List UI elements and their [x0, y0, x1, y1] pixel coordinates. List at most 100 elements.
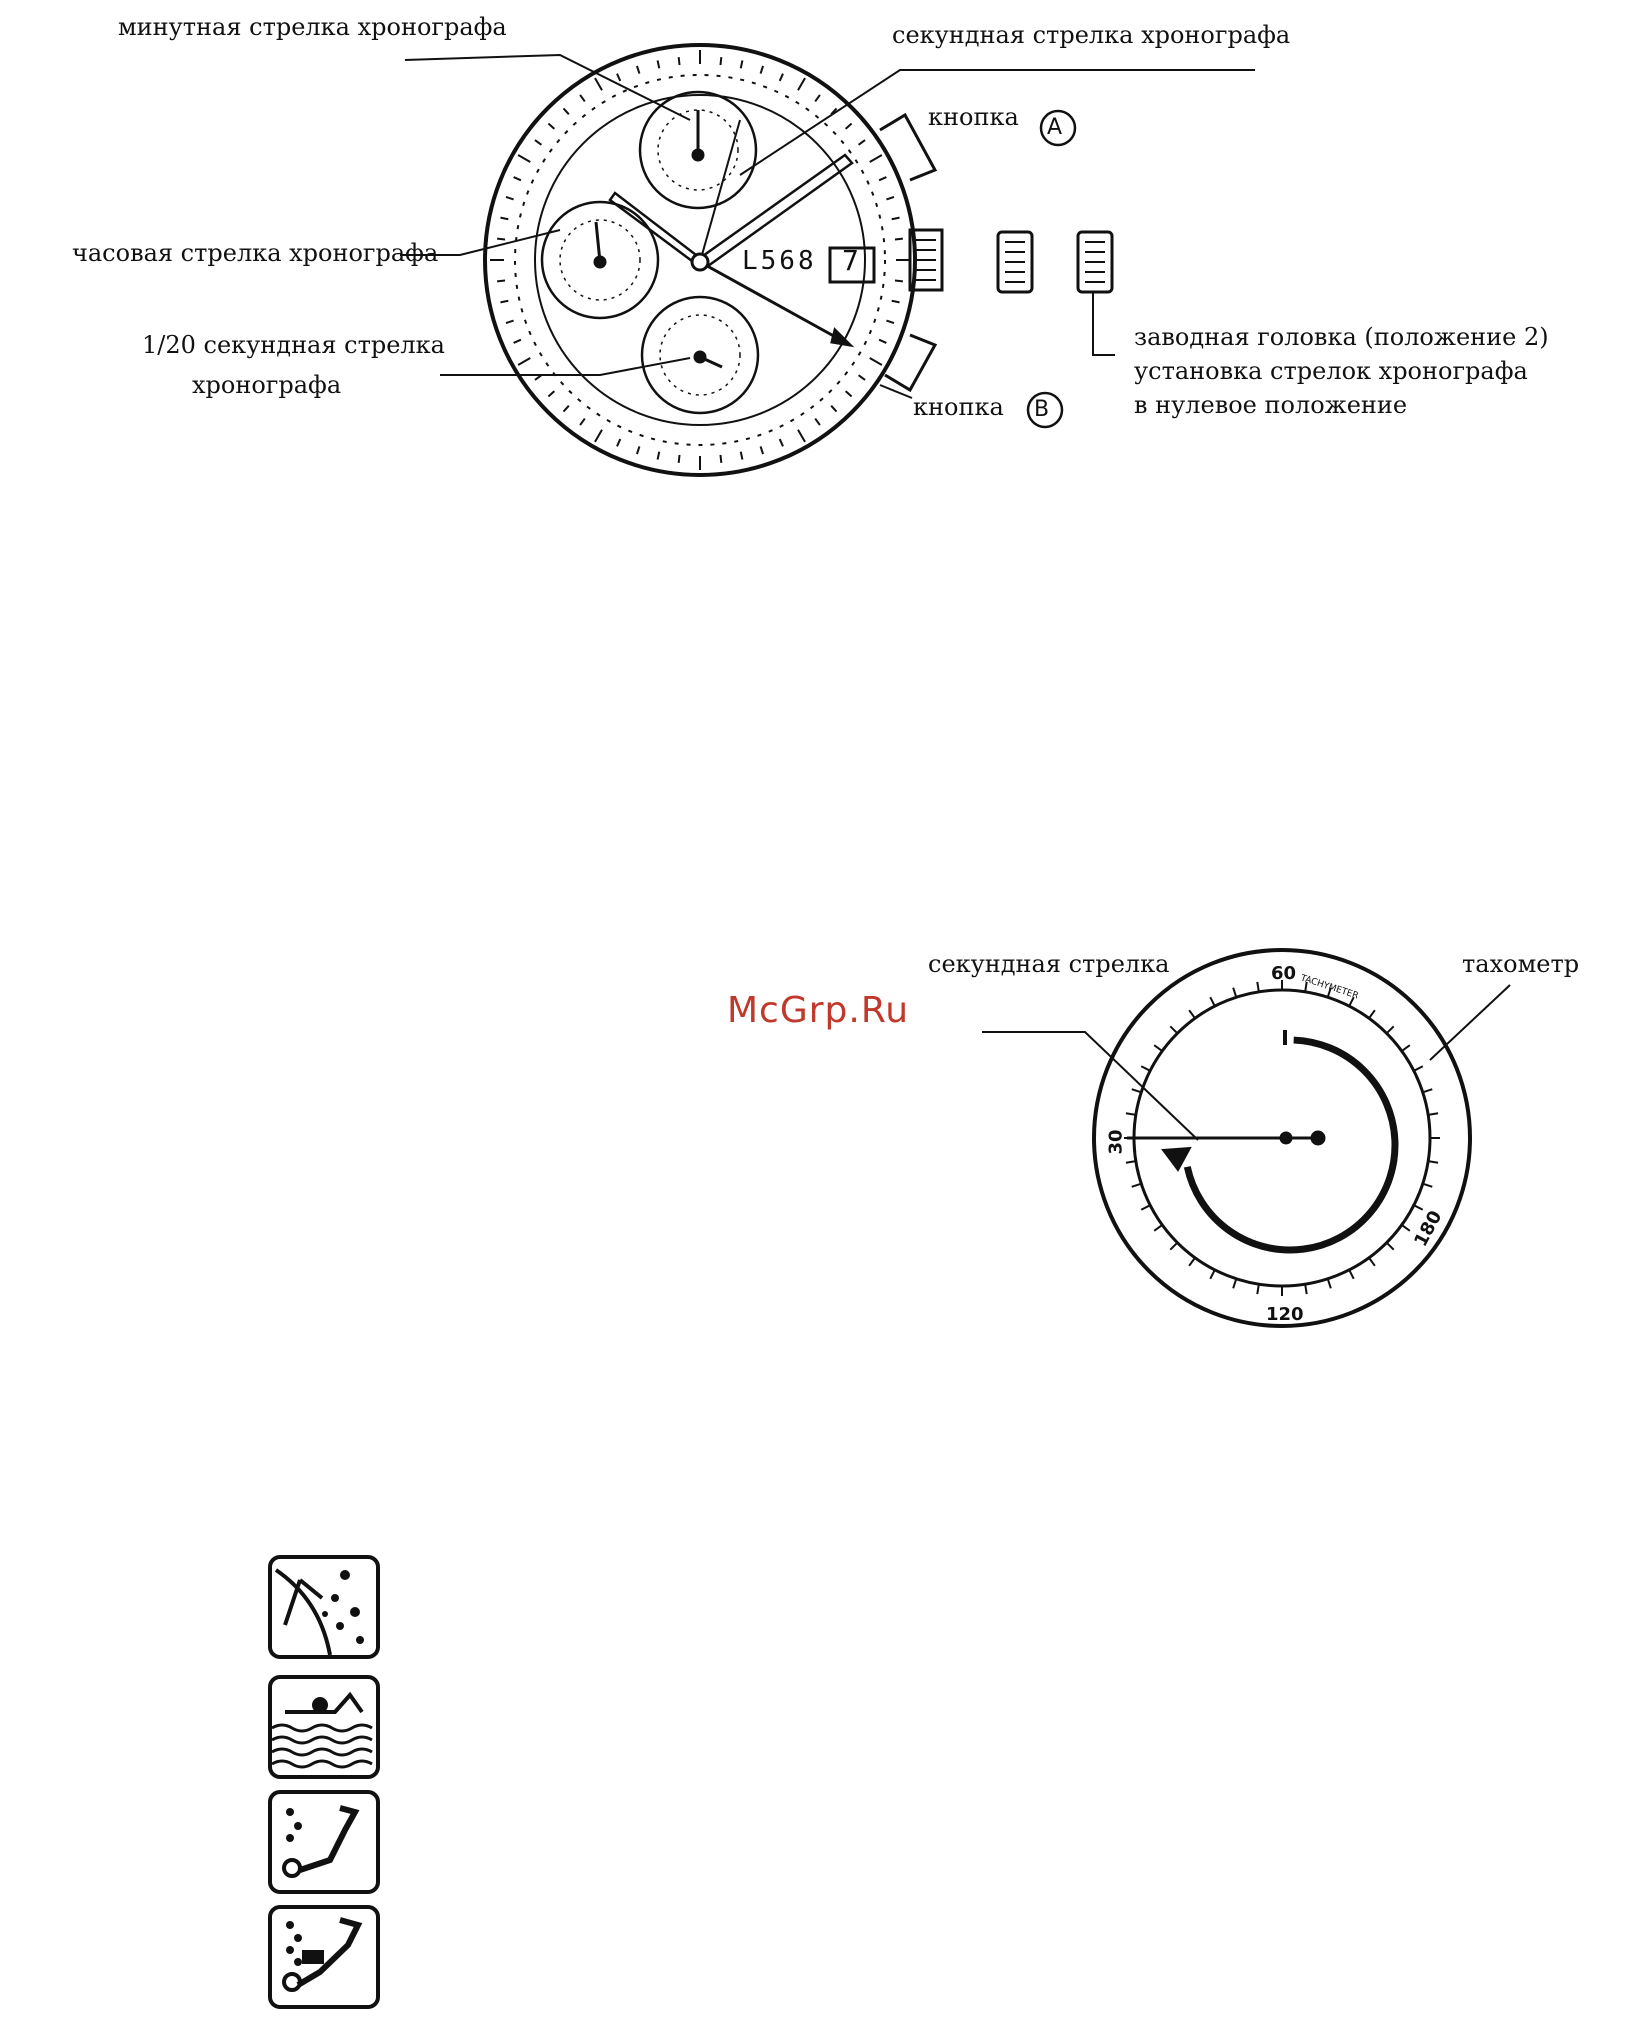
leader-tachymeter — [1430, 985, 1510, 1060]
tach-tick — [1402, 1045, 1410, 1051]
tach-tick — [1189, 1010, 1195, 1018]
label-tach-second-hand: секундная стрелка — [928, 947, 1169, 981]
tach-tick — [1132, 1089, 1142, 1092]
tach-scale-60: 60 — [1271, 957, 1296, 991]
pusher-b — [885, 335, 935, 390]
chrono-tick — [679, 57, 680, 65]
swimmer-icon — [268, 1675, 380, 1779]
chrono-tick — [798, 430, 805, 442]
chrono-tick — [892, 218, 900, 220]
chrono-tick — [886, 197, 894, 199]
tach-tick — [1369, 1010, 1375, 1018]
chrono-tick — [895, 280, 903, 281]
chrono-tick — [500, 301, 508, 303]
chrono-tick — [870, 155, 882, 162]
leader-twentieth — [440, 358, 690, 375]
chrono-tick — [497, 239, 505, 240]
label-button-a: кнопка — [928, 100, 1019, 134]
chrono-tick — [720, 455, 721, 463]
tach-tick — [1170, 1243, 1177, 1250]
minute-hand-main — [610, 193, 700, 264]
label-crown-line1: заводная головка (положение 2) — [1134, 320, 1549, 354]
tach-tick — [1423, 1089, 1433, 1092]
watermark: McGrp.Ru — [727, 990, 909, 1031]
tach-tick — [1170, 1026, 1177, 1033]
chrono-tick — [580, 95, 585, 101]
chrono-tick — [815, 95, 820, 101]
chrono-tick — [761, 66, 763, 74]
tach-tick — [1141, 1066, 1150, 1071]
tach-scale-30: 30 — [1100, 1129, 1134, 1154]
chrono-tick — [892, 301, 900, 303]
chrono-tick — [895, 239, 903, 240]
chrono-tick — [548, 123, 554, 128]
label-chrono-minute-hand: минутная стрелка хронографа — [118, 10, 507, 44]
tach-tick — [1257, 982, 1259, 992]
chrono-tick — [506, 321, 514, 323]
chrono-tick — [518, 358, 530, 365]
label-twentieth-second-line2: хронографа — [192, 368, 341, 402]
chrono-tick — [815, 419, 820, 425]
chronograph-watch — [400, 45, 1255, 475]
chrono-tick — [617, 74, 620, 81]
label-chrono-hour-hand: часовая стрелка хронографа — [72, 236, 438, 270]
chrono-tick — [761, 446, 763, 454]
chrono-tick — [831, 406, 836, 412]
chrono-tick — [859, 375, 865, 380]
pusher-a — [880, 115, 935, 180]
chrono-tick — [518, 155, 530, 162]
tach-tick — [1154, 1225, 1162, 1231]
tach-tick — [1349, 1270, 1354, 1279]
chrono-tick — [846, 391, 852, 396]
tach-tick — [1189, 1258, 1195, 1266]
tach-tick — [1328, 1279, 1331, 1289]
tach-tick — [1126, 1113, 1136, 1115]
label-tachymeter: тахометр — [1462, 947, 1579, 981]
dial-caliber: L568 — [742, 244, 817, 278]
leader-crown — [1093, 292, 1115, 355]
chrono-tick — [798, 78, 805, 90]
chrono-tick — [506, 197, 514, 199]
label-button-b: кнопка — [913, 390, 1004, 424]
tach-tick — [1210, 1270, 1215, 1279]
rain-splash-icon — [268, 1555, 380, 1659]
tach-tick — [1387, 1243, 1394, 1250]
chrono-tick — [500, 218, 508, 220]
tach-tick — [1305, 1284, 1307, 1294]
tach-tick — [1423, 1184, 1433, 1187]
second-hand-tail — [700, 120, 740, 262]
tach-tick — [1414, 1066, 1423, 1071]
chrono-tick — [580, 419, 585, 425]
tach-scale-120: 120 — [1266, 1298, 1304, 1332]
tach-tick — [1141, 1205, 1150, 1210]
tach-tick — [1126, 1161, 1136, 1163]
chrono-tick — [741, 60, 743, 68]
label-crown-line3: в нулевое положение — [1134, 388, 1407, 422]
label-chrono-second-hand: секундная стрелка хронографа — [892, 18, 1290, 52]
chrono-tick — [741, 452, 743, 460]
tach-tick — [1428, 1113, 1438, 1115]
label-crown-line2: установка стрелок хронографа — [1134, 354, 1528, 388]
chrono-tick — [637, 66, 639, 74]
chrono-tick — [617, 439, 620, 446]
label-twentieth-second-line1: 1/20 секундная стрелка — [142, 328, 445, 362]
chrono-tick — [679, 455, 680, 463]
chrono-tick — [563, 406, 568, 412]
chrono-tick — [514, 340, 521, 343]
chrono-tick — [859, 140, 865, 145]
chrono-tick — [548, 391, 554, 396]
tach-tick — [1233, 1279, 1236, 1289]
snorkel-diver-icon — [268, 1790, 380, 1894]
chrono-tick — [514, 177, 521, 180]
tach-tick — [1132, 1184, 1142, 1187]
chrono-tick — [595, 78, 602, 90]
tach-tick — [1257, 1284, 1259, 1294]
tach-tick — [1233, 988, 1236, 998]
chrono-tick — [720, 57, 721, 65]
chrono-tick — [637, 446, 639, 454]
chrono-tick — [535, 140, 541, 145]
chrono-tick — [595, 430, 602, 442]
chrono-tick — [658, 452, 660, 460]
chrono-tick — [846, 123, 852, 128]
chrono-tick — [870, 358, 882, 365]
